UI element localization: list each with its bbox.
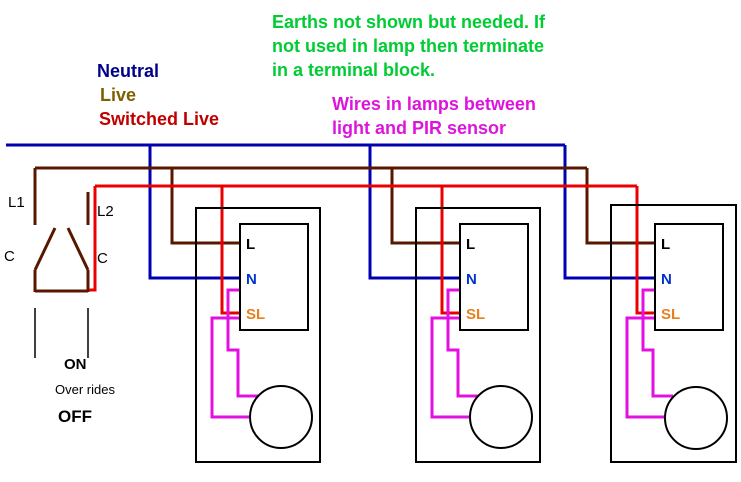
legend-neutral: Neutral: [97, 61, 159, 81]
legend-switched-live: Switched Live: [99, 109, 219, 129]
earth-note-line-1: Earths not shown but needed. If: [272, 12, 546, 32]
switch-label-l2: L2: [97, 203, 114, 220]
earth-note-line-2: not used in lamp then terminate: [272, 36, 544, 56]
wire-legend: Neutral Live Switched Live: [97, 61, 219, 129]
terminal-label-neutral: N: [246, 271, 257, 288]
switch-blade-left: [33, 227, 57, 271]
terminal-block: [459, 223, 529, 331]
earth-note: Earths not shown but needed. If not used…: [272, 12, 546, 80]
neutral-drop-lamp-1: [148, 145, 240, 280]
lamp-wires-note: Wires in lamps between light and PIR sen…: [332, 94, 536, 138]
terminal-label-switched-live: SL: [466, 306, 485, 323]
switch-label-c-right: C: [97, 250, 108, 267]
pir-wire-b-lamp-1: [226, 288, 258, 398]
earth-note-line-3: in a terminal block.: [272, 60, 435, 80]
lamp-enclosure: [610, 204, 737, 463]
switch-override-linkage: [34, 308, 89, 358]
legend-live: Live: [100, 85, 136, 105]
switch-labels: L1 L2 C C ON Over rides OFF: [4, 194, 115, 426]
switch-label-override: Over rides: [55, 382, 115, 397]
live-drop-lamp-2: [390, 168, 460, 245]
switched-live-switch-drop: [89, 186, 97, 292]
switch-label-c-left: C: [4, 248, 15, 265]
terminal-label-switched-live: SL: [661, 306, 680, 323]
lamp-internal-wires: [210, 288, 673, 419]
pir-wire-b-lamp-3: [641, 288, 673, 398]
terminal-label-live: L: [466, 236, 475, 253]
switch-label-l1: L1: [8, 194, 25, 211]
lamp-wires-note-line-2: light and PIR sensor: [332, 118, 506, 138]
switched-live-drop-lamp-3: [635, 186, 655, 315]
switch-label-on: ON: [64, 356, 87, 373]
terminal-label-live: L: [661, 236, 670, 253]
terminal-block: [654, 223, 724, 331]
lamp-wires-note-line-1: Wires in lamps between: [332, 94, 536, 114]
live-drop-lamp-3: [585, 168, 655, 245]
neutral-drop-lamp-2: [368, 145, 460, 280]
pir-wire-a-lamp-2: [430, 316, 470, 419]
neutral-drop-lamp-3: [563, 145, 655, 280]
lamp-3: L N SL: [610, 204, 737, 463]
bulb-circle: [469, 385, 533, 449]
switched-live-wire: [89, 184, 655, 315]
pir-wire-a-lamp-3: [625, 316, 665, 419]
pir-wire-a-lamp-1: [210, 316, 250, 419]
pir-wire-b-lamp-2: [446, 288, 478, 398]
terminal-label-live: L: [246, 236, 255, 253]
lamp-1: L N SL: [195, 207, 321, 463]
bulb-circle: [664, 386, 728, 450]
lamp-enclosure: [195, 207, 321, 463]
switched-live-drop-lamp-2: [440, 186, 460, 315]
terminal-label-switched-live: SL: [246, 306, 265, 323]
live-wire: [33, 166, 655, 293]
switch-blade-right: [66, 227, 90, 271]
terminal-label-neutral: N: [466, 271, 477, 288]
lamp-2: L N SL: [415, 207, 541, 463]
live-drop-lamp-1: [170, 168, 240, 245]
switch-label-off: OFF: [58, 407, 92, 426]
terminal-label-neutral: N: [661, 271, 672, 288]
bulb-circle: [249, 385, 313, 449]
neutral-wire: [6, 143, 655, 280]
lamp-enclosure: [415, 207, 541, 463]
terminal-block: [239, 223, 309, 331]
switched-live-drop-lamp-1: [220, 186, 240, 315]
